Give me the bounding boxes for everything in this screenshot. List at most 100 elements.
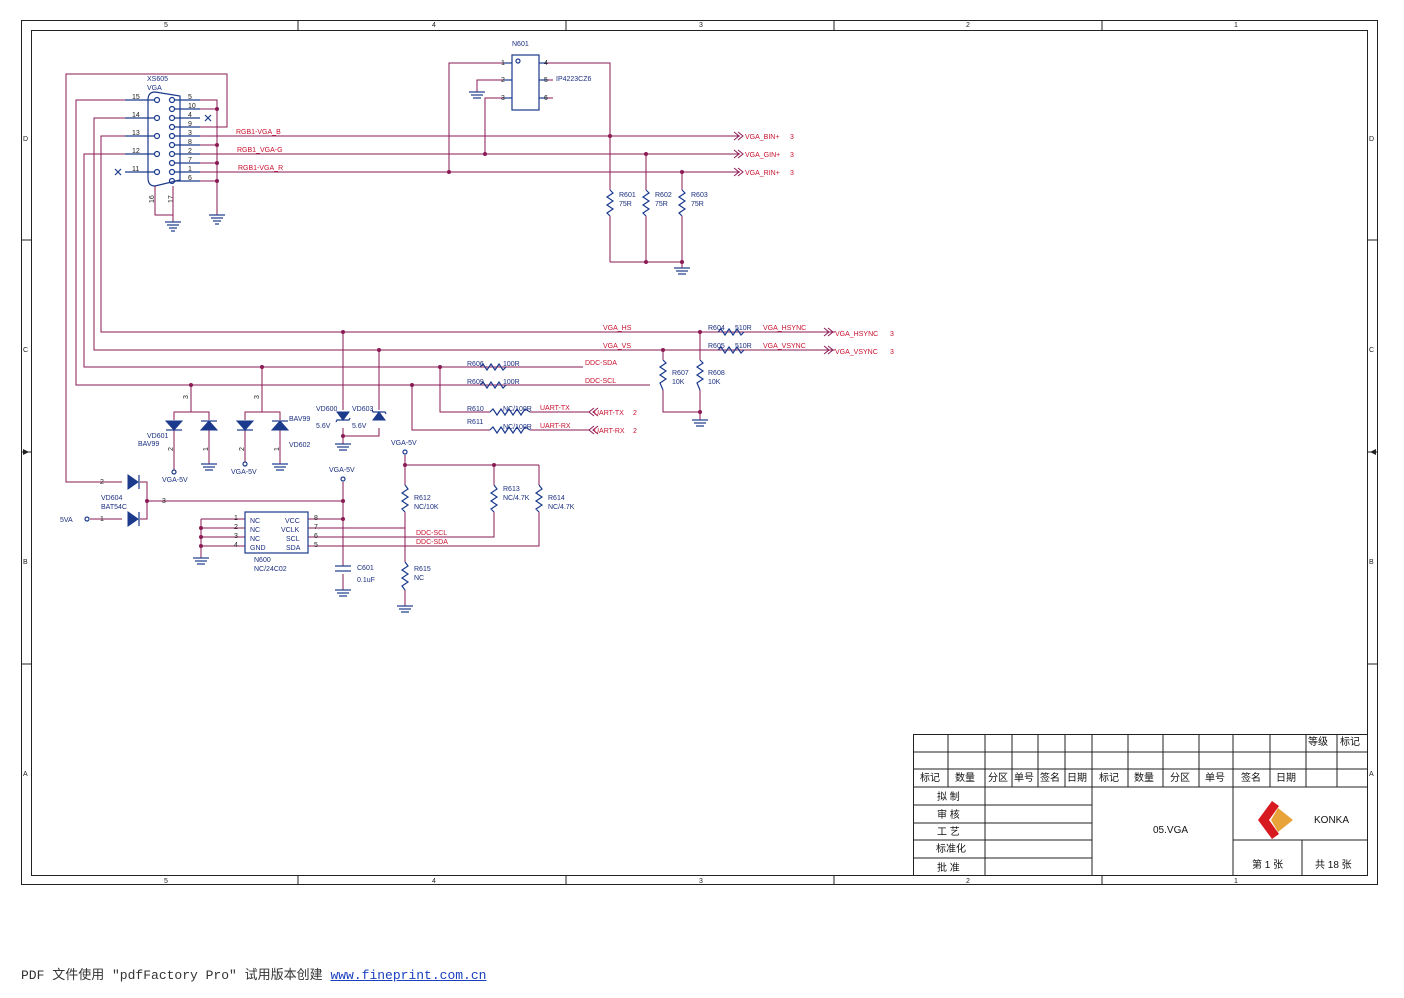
title-role: 工 艺 xyxy=(937,826,960,838)
pin-number: 12 xyxy=(132,148,140,155)
ic-pin-name: NC xyxy=(250,527,260,534)
pin-number: 6 xyxy=(188,175,192,182)
pin-number: 10 xyxy=(188,103,196,110)
ic-n600: NC NC NC GND VCC VCLK SCL SDA 1 2 3 4 8 … xyxy=(234,511,318,573)
resistor-ref: R608 xyxy=(708,370,725,377)
wires xyxy=(65,62,835,606)
title-header-cell: 分区 xyxy=(1170,772,1190,784)
pin-number: 2 xyxy=(501,77,505,84)
pin-number: 1 xyxy=(188,166,192,173)
capacitor-value: 0.1uF xyxy=(357,577,375,584)
resistor-value: NC/100R xyxy=(503,424,532,431)
resistor-ref: R614 xyxy=(548,495,565,502)
net-label-ddc-sda-2: DDC-SDA xyxy=(416,539,448,546)
net-label-rgb-r: RGB1-VGA_R xyxy=(238,165,283,172)
pin-number: 6 xyxy=(314,533,318,540)
net-label-vga-hs: VGA_HS xyxy=(603,325,632,332)
diode-value: BAV99 xyxy=(289,416,310,423)
diode-value: BAV99 xyxy=(138,441,159,448)
junctions xyxy=(145,107,702,548)
pin-number: 3 xyxy=(183,395,190,399)
ic-ref: N600 xyxy=(254,557,271,564)
title-role: 标准化 xyxy=(936,842,966,855)
title-header-cell: 标记 xyxy=(920,772,940,784)
resistor-ref: R601 xyxy=(619,192,636,199)
frame-col-label: 1 xyxy=(1234,878,1238,885)
title-header-cell: 分区 xyxy=(988,772,1008,784)
frame-row-label: D xyxy=(23,136,28,143)
power-labels: VGA-5V VGA-5V VGA-5V VGA-5V 5VA xyxy=(60,440,417,524)
power-label-vga5v: VGA-5V xyxy=(391,440,417,447)
diodes: VD600 5.6V VD603 5.6V VD601 BAV99 3 2 1 … xyxy=(100,395,387,527)
konka-logo-icon xyxy=(1258,801,1293,839)
net-label-uart-tx: UART-TX xyxy=(540,405,570,412)
ic-n601: N601 IP4223CZ6 1 2 3 4 5 6 xyxy=(501,41,592,111)
ic-pin-name: NC xyxy=(250,518,260,525)
diode-value: 5.6V xyxy=(352,423,367,430)
resistor-ref: R604 xyxy=(708,325,725,332)
vga-connector-xs605: XS605 VGA 15 14 13 12 11 5 10 4 9 3 8 2 … xyxy=(114,76,212,203)
pin-number: 1 xyxy=(274,447,281,451)
pin-number: 17 xyxy=(168,195,175,203)
ic-pin-name: SCL xyxy=(286,536,300,543)
title-role: 审 核 xyxy=(937,808,960,821)
port-page-ref: 3 xyxy=(790,152,794,159)
ic-part: IP4223CZ6 xyxy=(556,76,592,83)
diode-ref: VD602 xyxy=(289,442,311,449)
resistor-value: 510R xyxy=(735,325,752,332)
pin-number: 4 xyxy=(544,60,548,67)
resistor-ref: R603 xyxy=(691,192,708,199)
resistor-value: 510R xyxy=(735,343,752,350)
port-vga-rin: VGA_RIN+ xyxy=(745,170,780,177)
ic-pin-name: GND xyxy=(250,545,266,552)
title-role: 批 准 xyxy=(937,861,960,874)
net-label-rgb-b: RGB1-VGA_B xyxy=(236,129,281,136)
title-header-cell: 标记 xyxy=(1099,772,1119,784)
title-grade: 等级 xyxy=(1308,735,1328,748)
pin-number: 8 xyxy=(188,139,192,146)
port-vga-hsync: VGA_HSYNC xyxy=(835,331,878,338)
footer-link[interactable]: www.fineprint.com.cn xyxy=(330,968,487,983)
ic-part: NC/24C02 xyxy=(254,566,287,573)
sheet-number: 第 1 张 xyxy=(1252,858,1283,871)
frame-col-label: 5 xyxy=(164,22,168,29)
resistor-value: NC/4.7K xyxy=(548,504,575,511)
power-label-vga5v: VGA-5V xyxy=(231,469,257,476)
frame-row-label: C xyxy=(1369,347,1374,354)
frame-col-label: 1 xyxy=(1234,22,1238,29)
frame-col-label: 3 xyxy=(699,878,703,885)
resistor-value: 75R xyxy=(619,201,632,208)
ic-pin-name: SDA xyxy=(286,545,301,552)
port-vga-gin: VGA_GIN+ xyxy=(745,152,780,159)
pin-number: 16 xyxy=(149,195,156,203)
pin-number: 13 xyxy=(132,130,140,137)
title-header-cell: 签名 xyxy=(1040,771,1060,784)
resistor-ref: R605 xyxy=(708,343,725,350)
pin-number: 2 xyxy=(188,148,192,155)
capacitor-ref: C601 xyxy=(357,565,374,572)
title-mark: 标记 xyxy=(1340,736,1360,748)
net-label-ddc-sda: DDC-SDA xyxy=(585,360,617,367)
ic-pin-name: VCLK xyxy=(281,527,300,534)
capacitor-c601: C601 0.1uF xyxy=(335,565,375,584)
resistors: R601 75R R602 75R R603 75R R604 510R R60… xyxy=(400,189,752,591)
port-page-ref: 2 xyxy=(633,428,637,435)
title-header-cell: 日期 xyxy=(1276,772,1296,784)
pin-number: 11 xyxy=(132,166,139,173)
title-block: 等级 标记 标记 数量 分区 单号 签名 日期 标记 数量 分区 单号 签名 日… xyxy=(913,734,1368,876)
net-labels: RGB1-VGA_B RGB1_VGA-G RGB1-VGA_R VGA_HS … xyxy=(236,129,806,546)
ic-ref: N601 xyxy=(512,41,529,48)
port-uart-tx: UART-TX xyxy=(594,410,624,417)
resistor-value: 10K xyxy=(708,379,721,386)
pin-number: 14 xyxy=(132,112,140,119)
pin-number: 1 xyxy=(203,447,210,451)
resistor-ref: R612 xyxy=(414,495,431,502)
pin-number: 1 xyxy=(100,516,104,523)
frame-row-label: A xyxy=(23,771,28,778)
port-page-ref: 3 xyxy=(790,134,794,141)
pin-number: 1 xyxy=(234,515,238,522)
frame-col-label: 5 xyxy=(164,878,168,885)
diode-value: BAT54C xyxy=(101,504,127,511)
